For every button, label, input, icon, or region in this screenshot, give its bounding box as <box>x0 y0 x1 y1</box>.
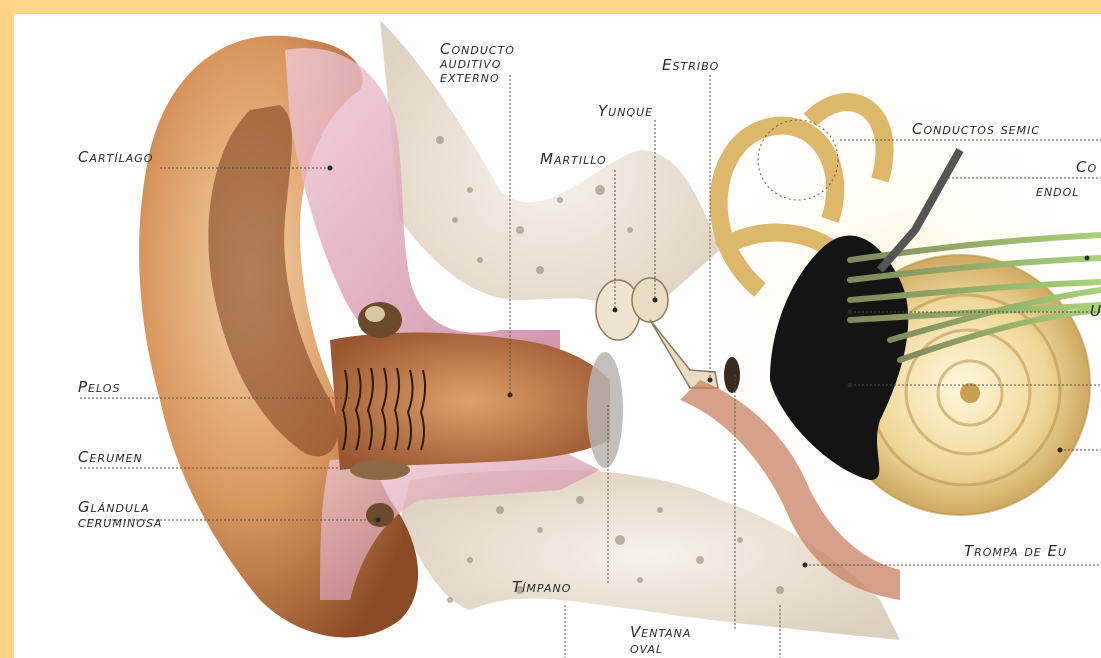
label-conductos-semicirculares: Conductos semic <box>912 122 1040 137</box>
label-endol: endol <box>1036 184 1079 199</box>
label-estribo: Estribo <box>662 58 719 73</box>
label-co: Co <box>1076 160 1097 175</box>
label-yunque: Yunque <box>598 104 653 119</box>
label-ventana-line1: Ventana <box>630 624 691 640</box>
label-trompa-de-eustaquio: Trompa de Eu <box>964 544 1067 559</box>
frame-top <box>0 0 1101 14</box>
label-glandula-ceruminosa: Glándula ceruminosa <box>78 500 162 530</box>
label-glandula-line2: ceruminosa <box>78 515 162 530</box>
label-ventana-oval: Ventana oval <box>630 624 691 656</box>
label-ventana-line2: oval <box>630 640 691 656</box>
ear-canal <box>330 333 610 471</box>
eardrum <box>587 352 623 468</box>
label-martillo: Martillo <box>540 152 607 167</box>
label-cerumen: Cerumen <box>78 450 143 465</box>
label-conducto-line3: externo <box>440 70 515 84</box>
label-timpano: Tímpano <box>512 580 571 595</box>
frame-left <box>0 0 14 658</box>
label-conducto-auditivo-externo: Conducto auditivo externo <box>440 42 515 84</box>
label-u: U <box>1090 304 1101 319</box>
label-cartilago: Cartílago <box>78 150 153 165</box>
label-pelos: Pelos <box>78 380 120 395</box>
